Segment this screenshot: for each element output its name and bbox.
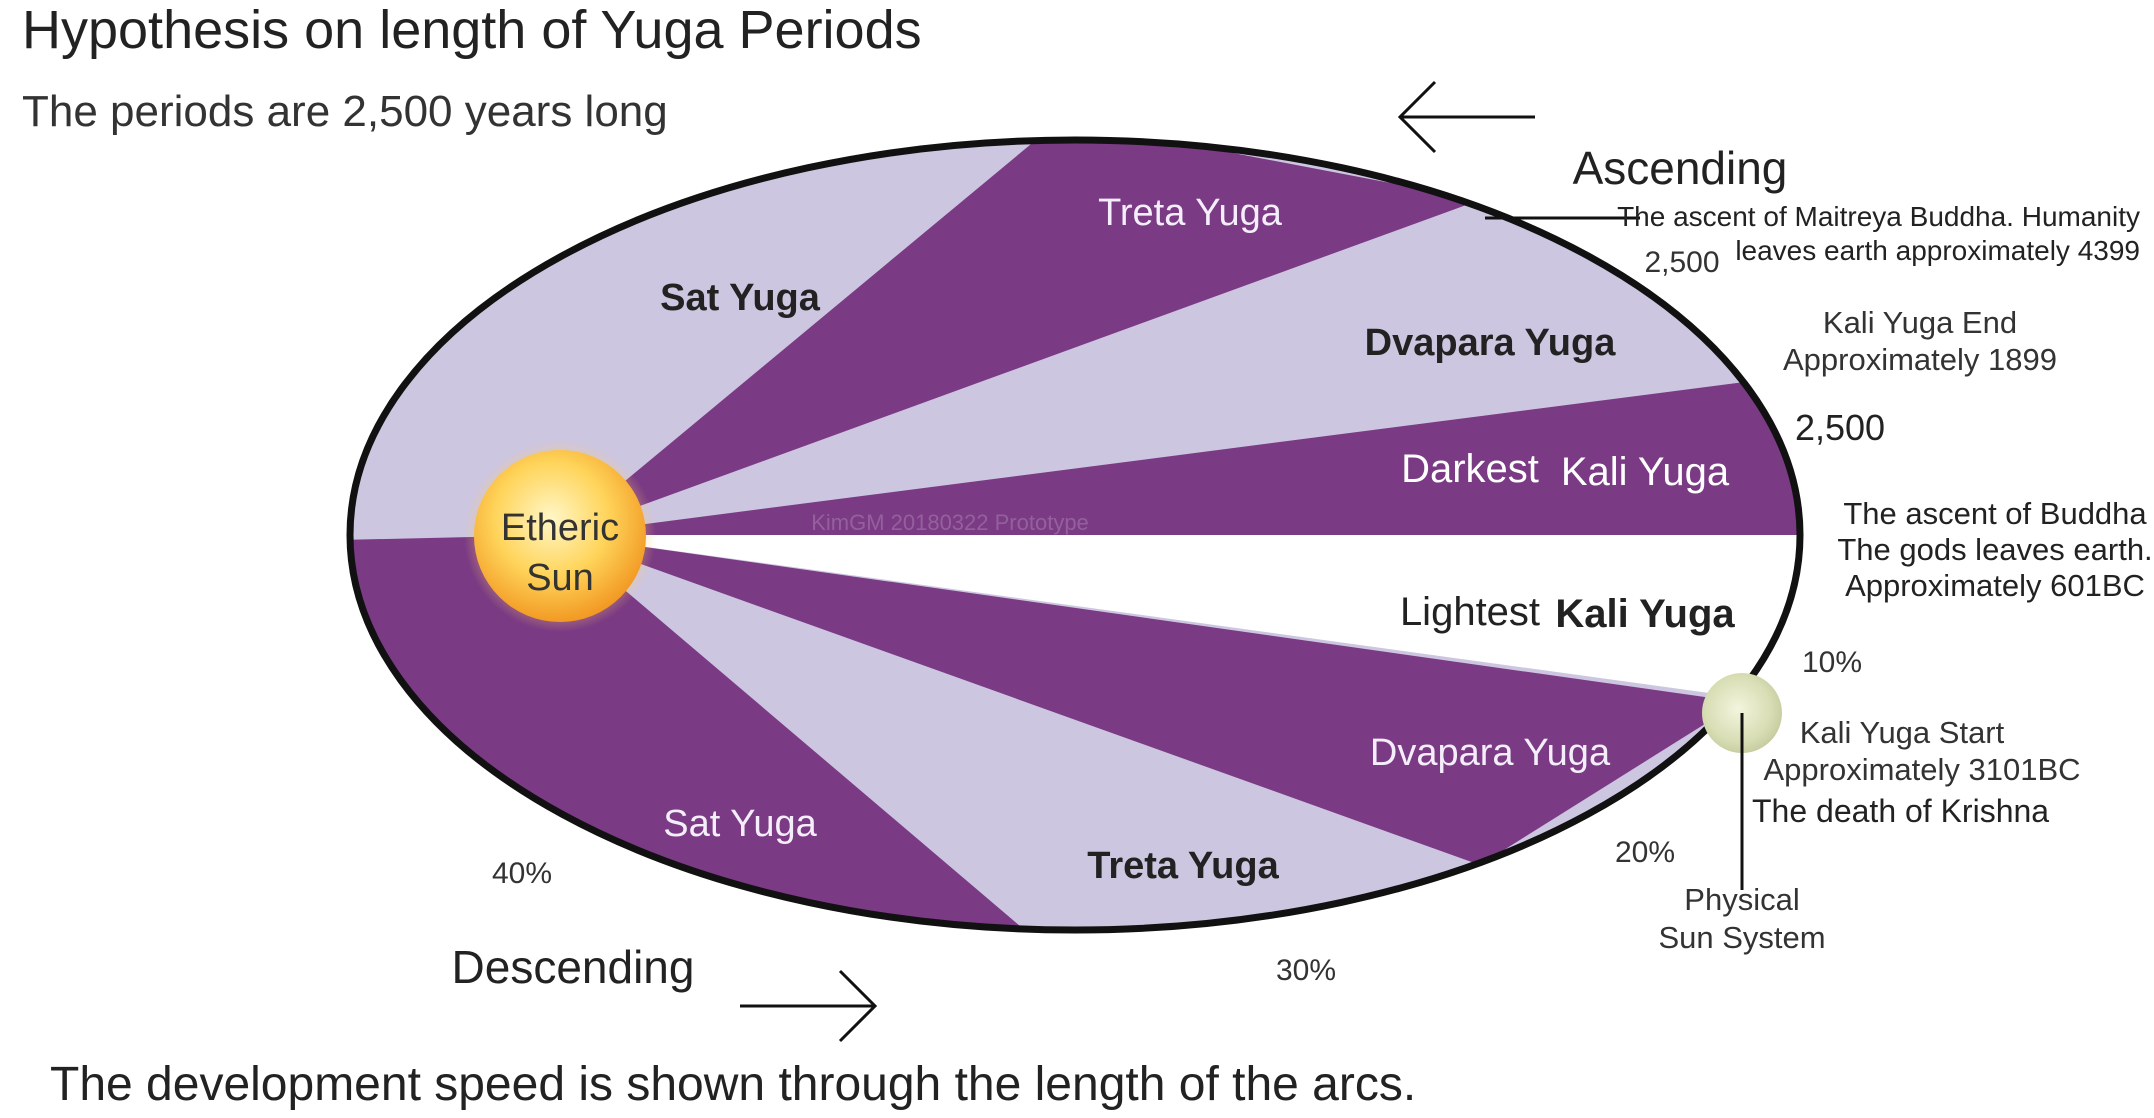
percent-20: 20% <box>1615 836 1675 869</box>
annotation-kali-start-2: Approximately 3101BC <box>1763 752 2080 787</box>
percent-30: 30% <box>1276 954 1336 987</box>
physical-sun-label-2: Sun System <box>1658 920 1825 955</box>
sector-kali-dark <box>560 380 1800 535</box>
sector-dvapara-bottom <box>560 535 1740 865</box>
label-treta-yuga-top: Treta Yuga <box>1098 192 1283 234</box>
annotation-kali-start-1: Kali Yuga Start <box>1800 715 2005 750</box>
duration-top: 2,500 <box>1644 246 1719 279</box>
ascending-arrow-icon <box>1397 80 1535 154</box>
watermark-prototype: KimGM 20180322 Prototype <box>811 510 1089 535</box>
label-lightest: Lightest <box>1400 590 1540 634</box>
label-darkest: Darkest <box>1401 447 1539 491</box>
descending-arrow-icon <box>740 969 878 1043</box>
etheric-sun: Etheric Sun <box>464 440 656 632</box>
annotation-maitreya-1: The ascent of Maitreya Buddha. Humanity <box>1617 201 2140 232</box>
etheric-sun-label-2: Sun <box>526 557 594 599</box>
label-ascending: Ascending <box>1573 142 1788 194</box>
label-dvapara-yuga-bottom: Dvapara Yuga <box>1370 732 1611 774</box>
percent-40: 40% <box>492 857 552 890</box>
etheric-sun-label-1: Etheric <box>501 507 619 549</box>
annotation-maitreya-2: leaves earth approximately 4399 <box>1735 235 2140 266</box>
physical-sun-system: Physical Sun System <box>1658 673 1826 955</box>
percent-10: 10% <box>1802 646 1862 679</box>
sector-lightest-kali <box>560 535 1800 700</box>
physical-sun-label-1: Physical <box>1684 882 1799 917</box>
annotation-kali-end-2: Approximately 1899 <box>1783 342 2057 377</box>
annotation-buddha-1: The ascent of Buddha <box>1843 496 2147 531</box>
footer-caption: The development speed is shown through t… <box>50 1058 1416 1111</box>
ellipse-outline <box>346 136 1804 934</box>
label-sat-yuga-bottom: Sat Yuga <box>663 803 817 845</box>
label-sat-yuga-top: Sat Yuga <box>660 277 821 319</box>
annotation-buddha-3: Approximately 601BC <box>1845 568 2145 603</box>
sector-treta-top <box>560 140 1480 535</box>
label-treta-yuga-bottom: Treta Yuga <box>1087 845 1279 887</box>
annotation-krishna: The death of Krishna <box>1752 793 2049 829</box>
label-kali-yuga-light: Kali Yuga <box>1555 592 1735 636</box>
label-kali-yuga-dark: Kali Yuga <box>1561 450 1730 494</box>
watermark-signature: KimMM20220821 <box>1034 935 1152 952</box>
label-dvapara-yuga-top: Dvapara Yuga <box>1365 322 1617 364</box>
page-subtitle: The periods are 2,500 years long <box>22 87 668 136</box>
yuga-ellipse <box>346 136 1804 934</box>
annotation-buddha-2: The gods leaves earth. <box>1837 532 2152 567</box>
duration-right: 2,500 <box>1795 407 1885 448</box>
annotation-kali-end-1: Kali Yuga End <box>1823 305 2017 340</box>
label-descending: Descending <box>452 941 695 993</box>
page-title: Hypothesis on length of Yuga Periods <box>22 0 922 60</box>
